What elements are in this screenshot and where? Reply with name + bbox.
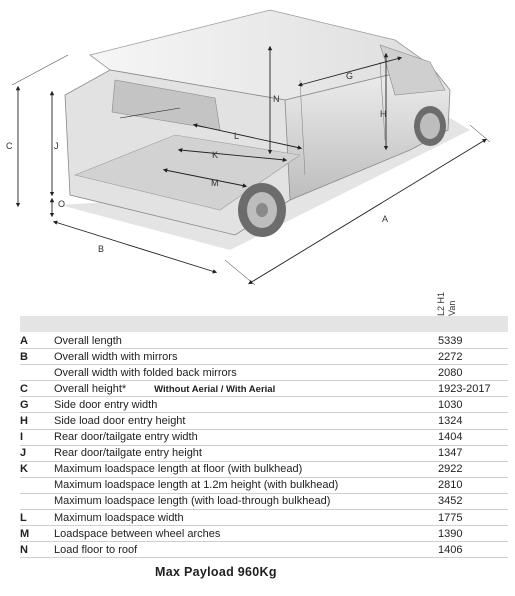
variant-line-1: L2 H1 [436,291,446,316]
row-label: Rear door/tailgate entry width [54,431,198,444]
row-value: 1404 [438,429,508,446]
row-code: K [20,461,54,478]
table-row: Overall width with folded back mirrors 20… [20,364,508,382]
variant-line-2: Van [447,300,457,316]
row-code: C [20,380,54,398]
dim-letter-b: B [98,244,104,254]
row-value: 2080 [438,364,508,382]
row-value: 2272 [438,348,508,366]
dim-letter-l: L [234,131,239,141]
table-header-band [20,316,508,332]
row-note: Without Aerial / With Aerial [154,383,276,395]
row-description-cell: Overall width with mirrors [54,348,438,366]
row-label: Load floor to roof [54,543,138,556]
dim-k-line [177,147,288,163]
dim-letter-k: K [212,150,218,160]
row-value: 1347 [438,445,508,462]
row-description-cell: Maximum loadspace width [54,509,438,527]
van-illustration [64,9,451,237]
dim-b-line [52,220,218,274]
row-description-cell: Overall length [54,333,438,350]
row-code [20,477,54,494]
row-value: 2922 [438,461,508,478]
row-label: Overall width with folded back mirrors [54,366,237,379]
row-label: Side load door entry height [54,415,186,428]
row-value: 1775 [438,509,508,527]
row-value: 3452 [438,493,508,511]
row-label: Maximum loadspace length at 1.2m height … [54,479,339,492]
row-description-cell: Maximum loadspace length at 1.2m height … [54,477,438,494]
row-code [20,493,54,511]
row-code: J [20,445,54,462]
dim-letter-o: O [58,199,65,209]
variant-column-header: L2 H1 Van [436,286,470,316]
row-label: Rear door/tailgate entry height [54,447,202,460]
row-code: N [20,541,54,559]
row-description-cell: Overall height* Without Aerial / With Aer… [54,380,438,398]
row-value: 1030 [438,396,508,414]
row-description-cell: Side load door entry height [54,412,438,430]
row-code: A [20,333,54,350]
row-description-cell: Loadspace between wheel arches [54,525,438,543]
row-value: 1390 [438,525,508,543]
max-payload-label: Max Payload 960Kg [155,565,277,579]
row-code: L [20,509,54,527]
table-row: Maximum loadspace length at 1.2m height … [20,477,508,494]
row-label: Overall length [54,334,122,347]
row-label: Maximum loadspace width [54,511,184,524]
row-code: H [20,412,54,430]
row-label: Overall width with mirrors [54,350,178,363]
dim-l-line [192,123,303,150]
dim-letter-m: M [211,178,219,188]
dim-letter-a: A [382,214,388,224]
row-value: 1324 [438,412,508,430]
row-description-cell: Rear door/tailgate entry height [54,445,438,462]
dim-letter-g: G [346,71,353,81]
row-code: B [20,348,54,366]
row-label: Maximum loadspace length (with load-thro… [54,495,331,508]
row-label: Loadspace between wheel arches [54,527,221,540]
dim-m-line [162,168,248,188]
row-code: G [20,396,54,414]
dim-a-line [248,138,487,285]
row-description-cell: Maximum loadspace length (with load-thro… [54,493,438,511]
row-code [20,364,54,382]
table-row: Maximum loadspace length (with load-thro… [20,493,508,511]
dim-letter-c: C [6,141,13,151]
row-description-cell: Overall width with folded back mirrors [54,364,438,382]
dimension-letters: A B C G H J K L M N O [6,71,388,254]
row-value: 2810 [438,477,508,494]
dim-letter-n: N [273,94,280,104]
row-description-cell: Load floor to roof [54,541,438,559]
row-value: 5339 [438,333,508,350]
row-description-cell: Rear door/tailgate entry width [54,429,438,446]
row-value: 1406 [438,541,508,559]
van-dimension-diagram: A B C G H J K L M N O [6,9,491,286]
row-label: Overall height* [54,382,127,395]
dim-letter-j: J [54,141,59,151]
dim-letter-h: H [380,109,387,119]
row-description-cell: Maximum loadspace length at floor (with … [54,461,438,478]
row-label: Side door entry width [54,398,158,411]
row-value: 1923-2017 [438,380,508,398]
dimension-lines [11,45,491,286]
row-description-cell: Side door entry width [54,396,438,414]
row-code: I [20,429,54,446]
row-label: Maximum loadspace length at floor (with … [54,463,303,476]
row-code: M [20,525,54,543]
dim-g-line [297,56,403,87]
